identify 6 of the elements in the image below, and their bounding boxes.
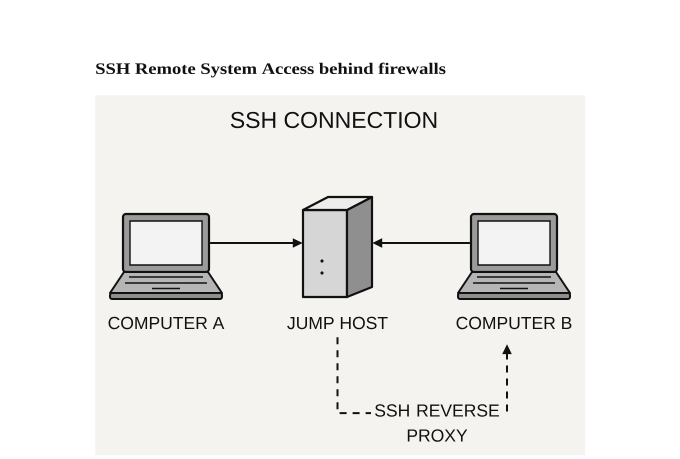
heading: SSH CONNECTION [230, 112, 436, 128]
node-label: COMPUTER A [108, 316, 224, 330]
node-label: COMPUTER B [456, 316, 572, 330]
node-label: JUMP HOST [287, 316, 388, 330]
title: SSH Remote System Access behind firewalls [96, 62, 446, 78]
edge-label: SSH REVERSE PROXY [371, 402, 503, 444]
